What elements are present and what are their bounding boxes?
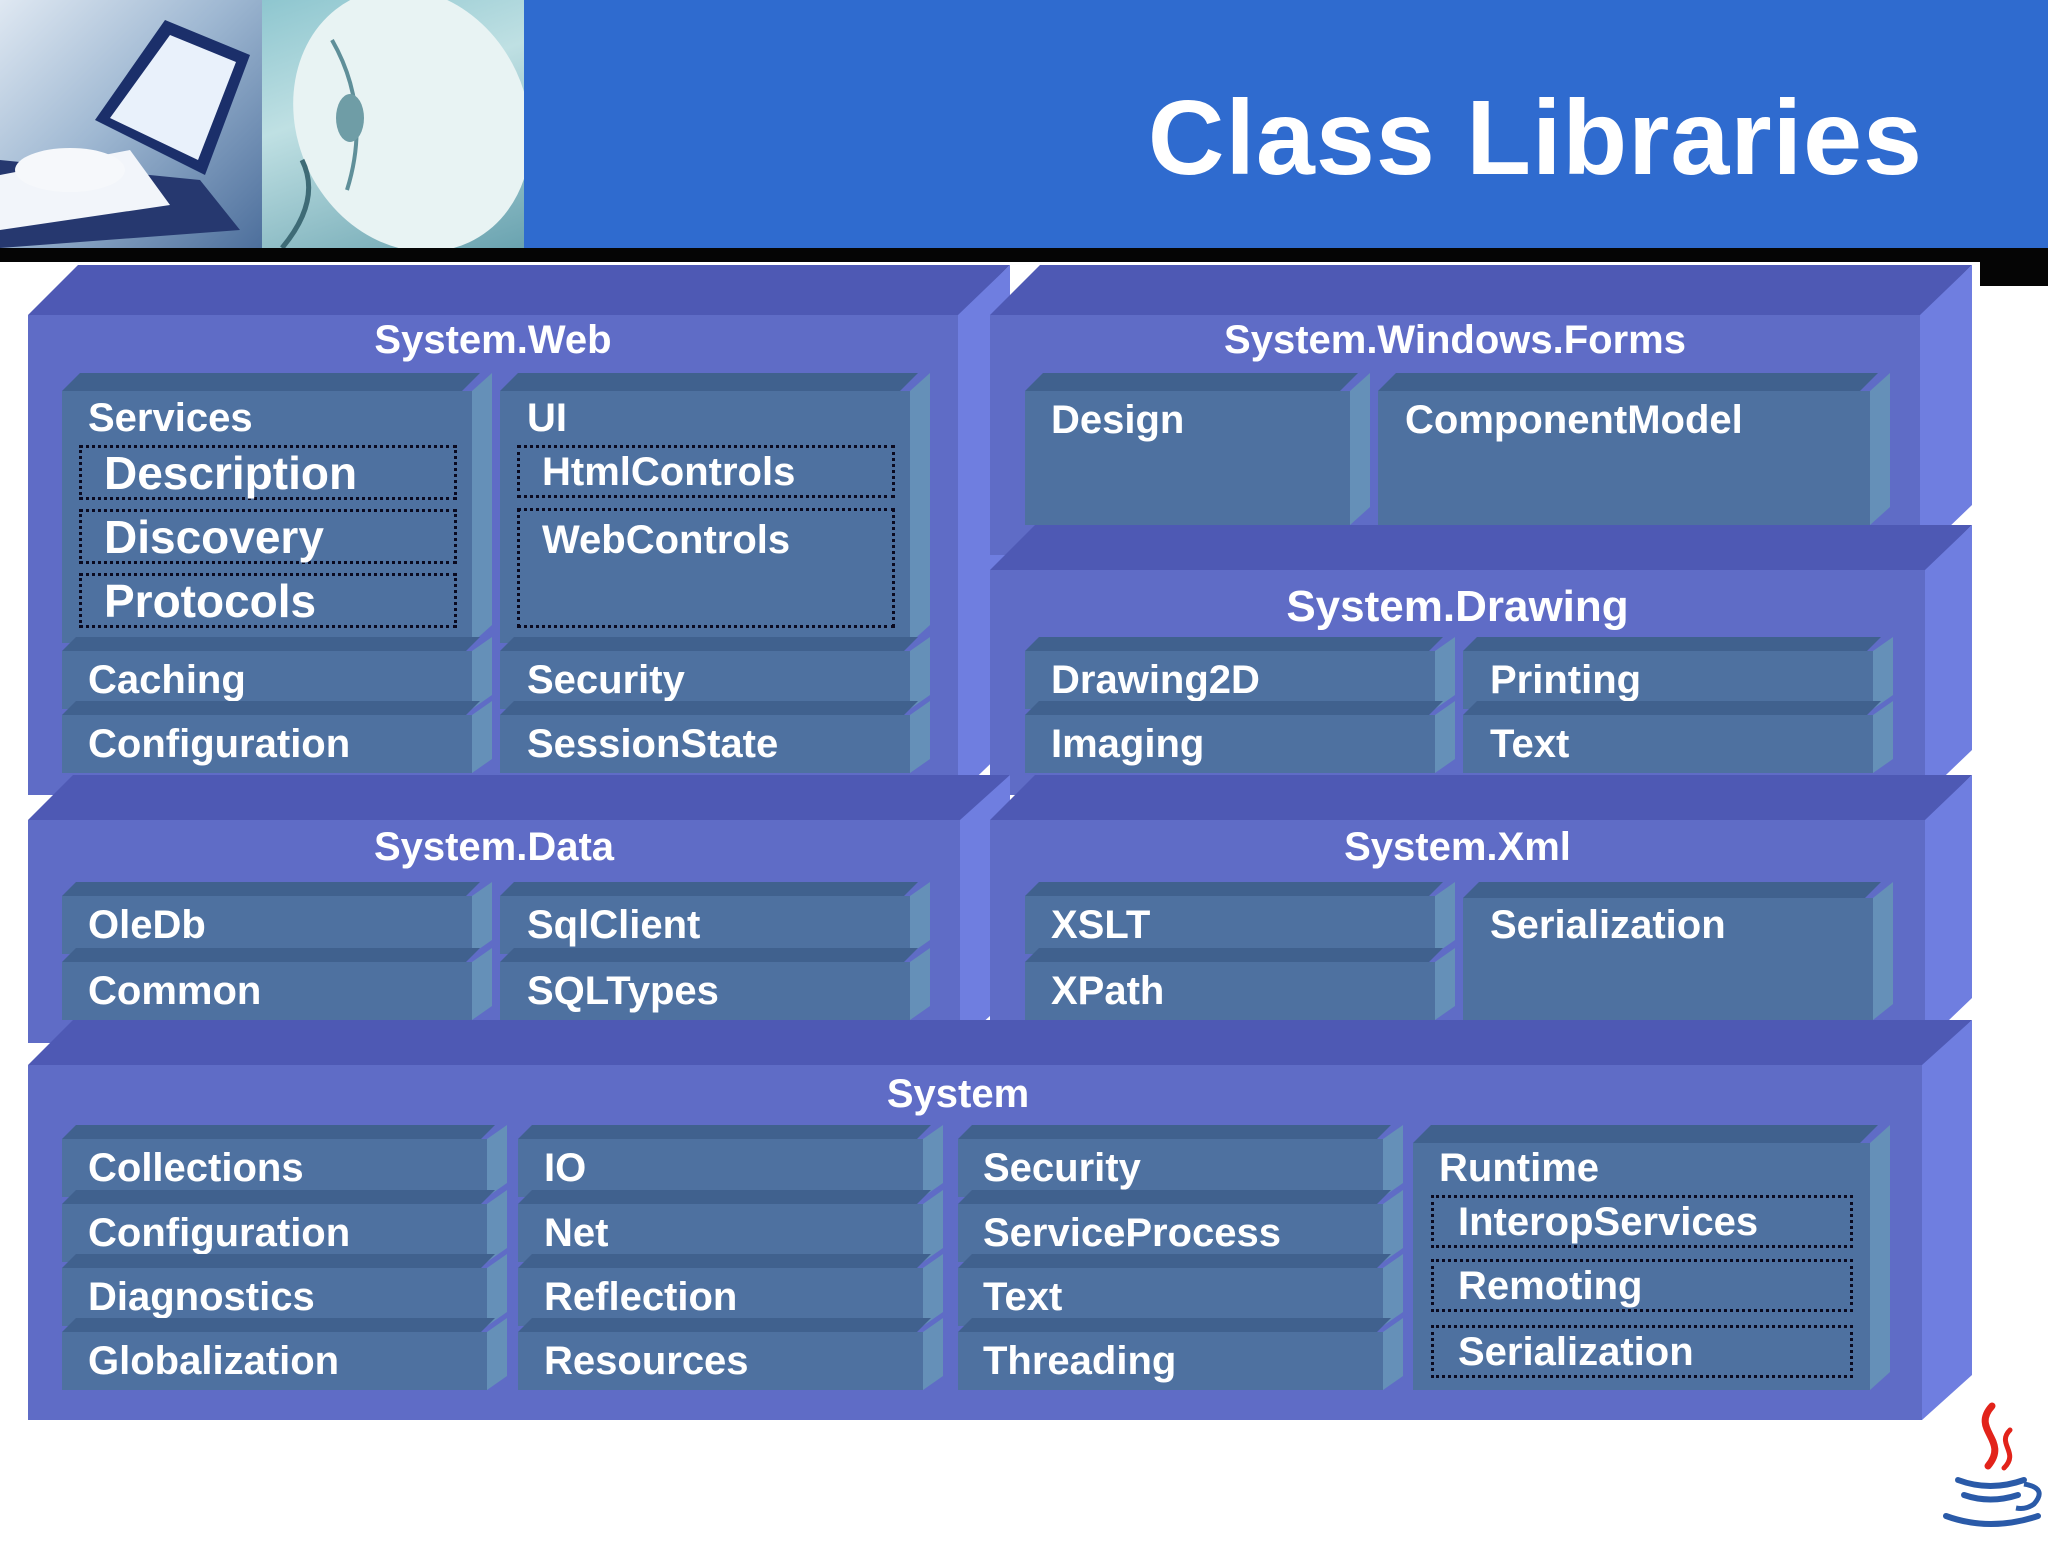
system-xml-title: System.Xml <box>990 825 1925 870</box>
computer-mouse-photo <box>262 0 524 248</box>
system-windows-forms-title: System.Windows.Forms <box>990 318 1920 363</box>
forms-componentmodel-label: ComponentModel <box>1405 398 1743 443</box>
panel-system-top <box>28 1020 1972 1065</box>
system-data-title: System.Data <box>28 825 960 870</box>
java-coffee-cup-logo <box>1930 1400 2048 1536</box>
system-reflection-label: Reflection <box>544 1275 737 1320</box>
system-drawing-title: System.Drawing <box>990 582 1925 632</box>
xml-xpath-label: XPath <box>1051 969 1164 1014</box>
system-web-title: System.Web <box>28 318 958 363</box>
page-title: Class Libraries <box>1148 78 1923 199</box>
header-divider-step <box>1980 262 2048 286</box>
web-security-label: Security <box>527 658 685 703</box>
web-services-label: Services <box>88 396 253 441</box>
system-globalization-label: Globalization <box>88 1339 339 1384</box>
runtime-remoting-item: Remoting <box>1431 1259 1853 1312</box>
web-description-item: Description <box>79 445 457 500</box>
web-ui-label: UI <box>527 396 567 441</box>
web-protocols-item: Protocols <box>79 573 457 628</box>
web-discovery-item: Discovery <box>79 509 457 564</box>
header-divider <box>0 248 2048 262</box>
drawing-drawing2d-label: Drawing2D <box>1051 658 1260 703</box>
panel-drawing-top <box>990 525 1972 570</box>
data-common-label: Common <box>88 969 261 1014</box>
system-io-label: IO <box>544 1146 586 1191</box>
system-title: System <box>28 1072 1888 1117</box>
web-htmlcontrols-item: HtmlControls <box>517 445 895 498</box>
system-security-label: Security <box>983 1146 1141 1191</box>
panel-xml-side <box>1925 775 1972 1043</box>
panel-xml-top <box>990 775 1972 820</box>
forms-design-cell <box>1025 373 1370 525</box>
web-sessionstate-label: SessionState <box>527 722 778 767</box>
web-caching-label: Caching <box>88 658 246 703</box>
drawing-printing-label: Printing <box>1490 658 1641 703</box>
panel-data-top <box>28 775 1010 820</box>
system-configuration-label: Configuration <box>88 1211 350 1256</box>
data-sqltypes-label: SQLTypes <box>527 969 719 1014</box>
system-threading-label: Threading <box>983 1339 1176 1384</box>
system-runtime-label: Runtime <box>1439 1146 1599 1191</box>
data-oledb-label: OleDb <box>88 903 206 948</box>
web-configuration-label: Configuration <box>88 722 350 767</box>
xml-serialization-label: Serialization <box>1490 903 1726 948</box>
forms-design-label: Design <box>1051 398 1184 443</box>
panel-web-top <box>28 265 1010 315</box>
runtime-serialization-item: Serialization <box>1431 1325 1853 1378</box>
system-resources-label: Resources <box>544 1339 749 1384</box>
xml-xslt-label: XSLT <box>1051 903 1150 948</box>
system-diagnostics-label: Diagnostics <box>88 1275 315 1320</box>
panel-system-side <box>1922 1020 1972 1420</box>
forms-componentmodel-cell <box>1378 373 1890 525</box>
drawing-imaging-label: Imaging <box>1051 722 1204 767</box>
runtime-interopservices-item: InteropServices <box>1431 1195 1853 1248</box>
system-serviceprocess-label: ServiceProcess <box>983 1211 1281 1256</box>
system-net-label: Net <box>544 1211 608 1256</box>
panel-forms-top <box>990 265 1972 315</box>
drawing-text-label: Text <box>1490 722 1569 767</box>
panel-drawing-side <box>1925 525 1972 795</box>
laptop-photo <box>0 0 262 248</box>
system-text-label: Text <box>983 1275 1062 1320</box>
system-collections-label: Collections <box>88 1146 304 1191</box>
data-sqlclient-label: SqlClient <box>527 903 700 948</box>
web-webcontrols-item: WebControls <box>517 508 895 628</box>
panel-forms-side <box>1920 265 1972 555</box>
